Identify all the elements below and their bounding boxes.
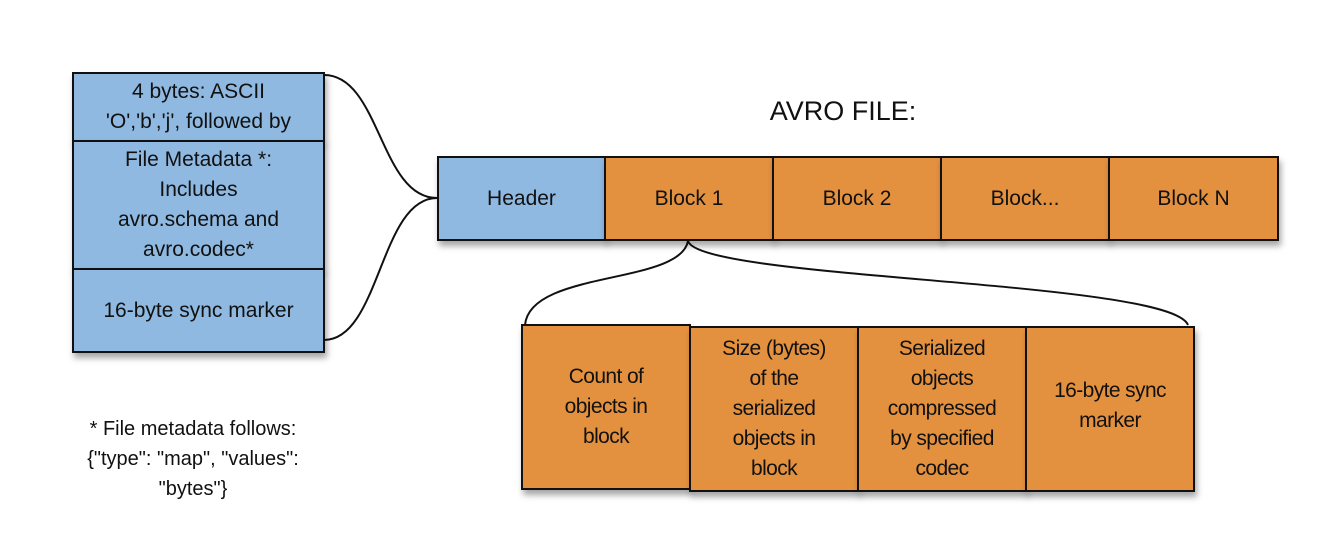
block-objects-box: Serialized objects compressed by specifi… xyxy=(857,326,1027,492)
text-line: compressed xyxy=(887,397,997,420)
block-count-box: Count of objects in block xyxy=(521,324,691,490)
text-line: serialized xyxy=(732,397,816,420)
text-line: File Metadata *: xyxy=(124,148,273,171)
text-line: avro.schema and xyxy=(117,208,280,231)
text-line: of the xyxy=(749,367,800,390)
text-line: 16-byte sync xyxy=(1054,379,1166,402)
text-line: Count of xyxy=(568,365,644,388)
header-sync-box: 16-byte sync marker xyxy=(72,268,325,353)
connector-block-left xyxy=(524,240,689,326)
file-block-ellipsis-cell: Block... xyxy=(940,156,1110,241)
footnote: * File metadata follows: {"type": "map",… xyxy=(40,414,346,504)
footnote-line: * File metadata follows: xyxy=(89,418,297,440)
connector-header-top xyxy=(323,74,438,199)
connector-block-right xyxy=(687,240,1189,326)
text-line: 16-byte sync marker xyxy=(103,298,294,322)
file-block-1-cell: Block 1 xyxy=(604,156,774,241)
header-magic-box: 4 bytes: ASCII 'O','b','j', followed by xyxy=(72,72,325,142)
text-line: objects in xyxy=(564,395,648,418)
text-line: Size (bytes) xyxy=(722,337,826,360)
text-line: by specified xyxy=(890,427,994,450)
text-line: objects xyxy=(910,367,974,390)
text-line: 4 bytes: ASCII xyxy=(131,80,266,103)
file-header-cell: Header xyxy=(437,156,606,241)
diagram-title: AVRO FILE: xyxy=(769,96,917,126)
text-line: block xyxy=(750,457,798,480)
text-line: Serialized xyxy=(898,337,986,360)
text-line: objects in xyxy=(732,427,816,450)
text-line: block xyxy=(582,425,630,448)
file-block-n-cell: Block N xyxy=(1108,156,1279,241)
footnote-line: {"type": "map", "values": xyxy=(87,448,299,470)
text-line: Includes xyxy=(159,178,238,201)
block-size-box: Size (bytes) of the serialized objects i… xyxy=(689,326,859,492)
file-block-2-cell: Block 2 xyxy=(772,156,942,241)
text-line: codec xyxy=(915,457,969,480)
footnote-line: "bytes"} xyxy=(158,478,228,500)
text-line: marker xyxy=(1079,409,1141,432)
block-sync-box: 16-byte sync marker xyxy=(1025,326,1195,492)
connector-header-bottom xyxy=(323,197,438,341)
text-line: avro.codec* xyxy=(143,238,254,261)
text-line: 'O','b','j', followed by xyxy=(105,110,292,133)
header-metadata-box: File Metadata *: Includes avro.schema an… xyxy=(72,140,325,270)
